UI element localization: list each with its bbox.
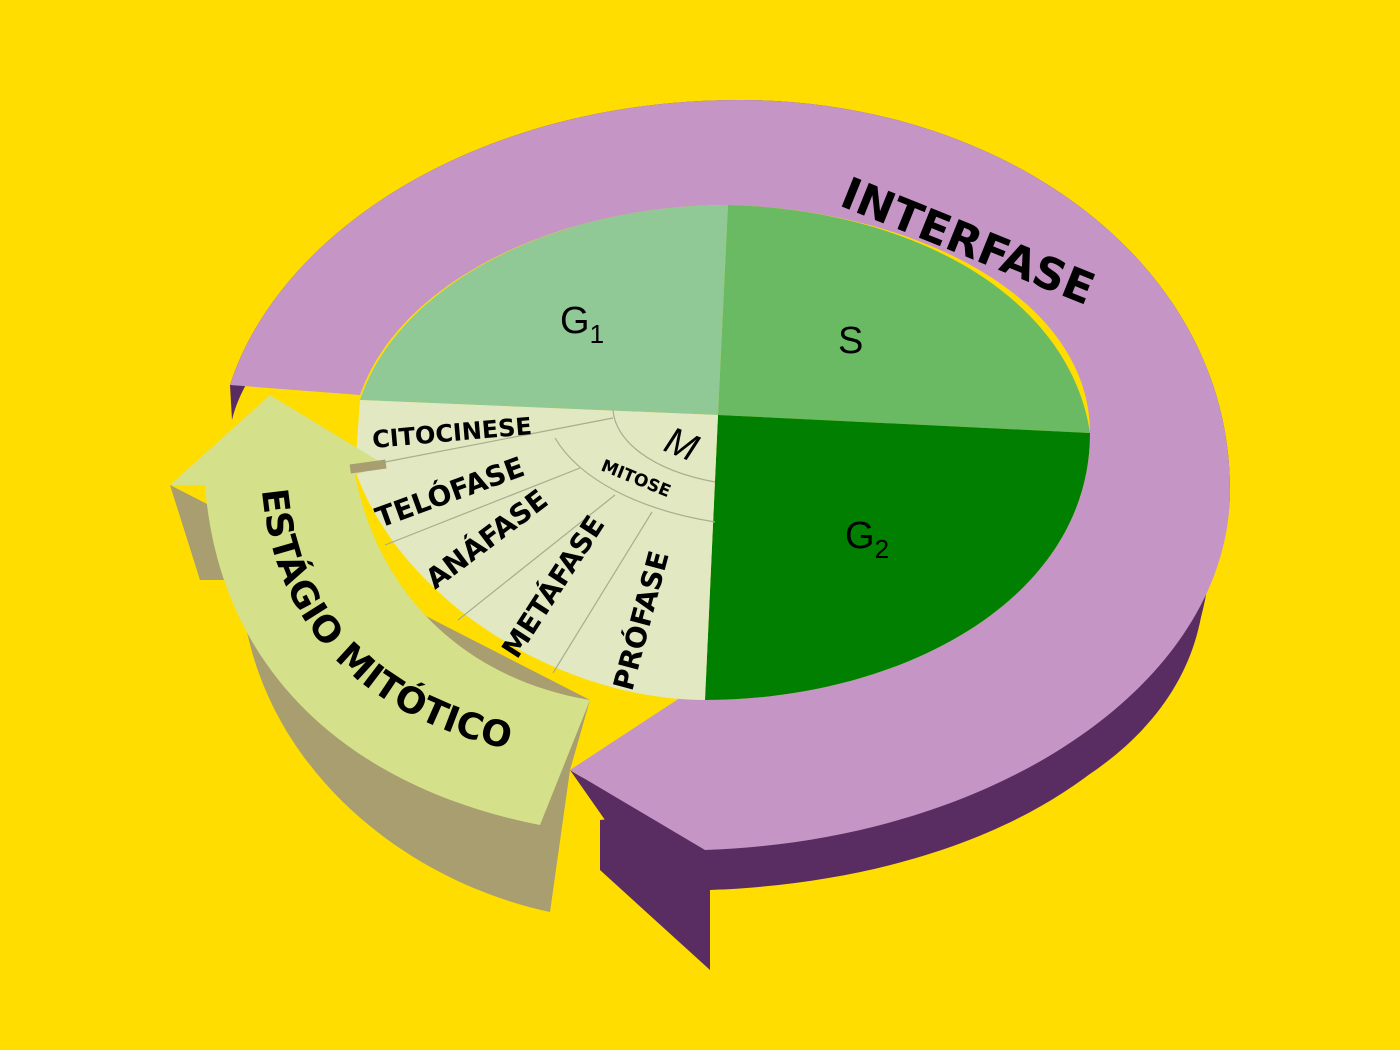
g1-label: G1	[560, 300, 604, 349]
mitotic-arrow	[170, 395, 590, 825]
g1-sector	[360, 205, 728, 415]
interfase-ring-side-front	[600, 580, 1205, 970]
mitosis-dividers	[384, 409, 716, 674]
interfase-ring	[230, 100, 1230, 850]
g2-sector	[705, 415, 1090, 700]
g2-label: G2	[845, 515, 889, 564]
arrow-notch	[349, 459, 387, 474]
s-sector	[718, 205, 1090, 433]
s-label: S	[838, 320, 863, 362]
mitosis-sector	[355, 400, 718, 700]
